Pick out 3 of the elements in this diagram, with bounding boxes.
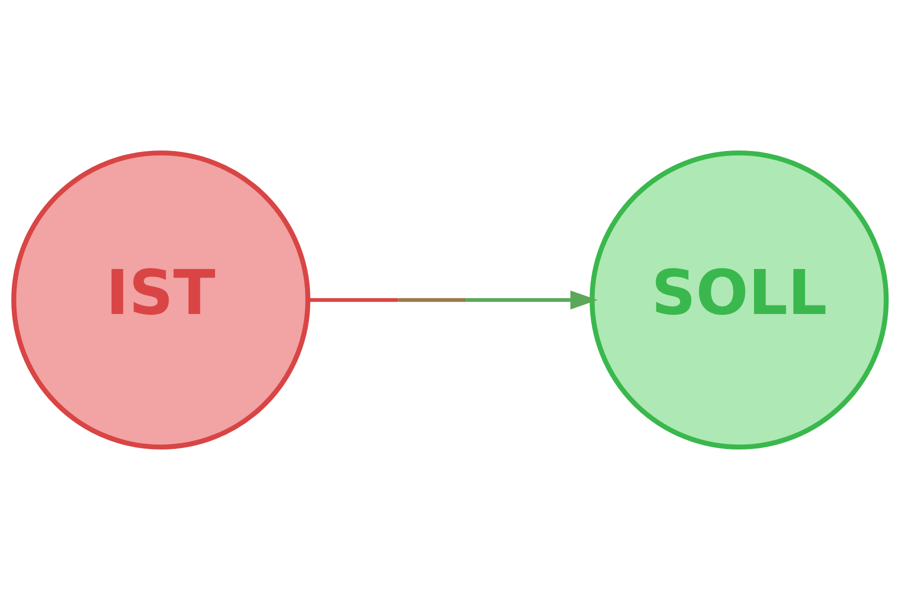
node-circle: IST <box>11 150 310 450</box>
node-circle: SOLL <box>590 150 889 450</box>
arrow <box>308 290 598 310</box>
